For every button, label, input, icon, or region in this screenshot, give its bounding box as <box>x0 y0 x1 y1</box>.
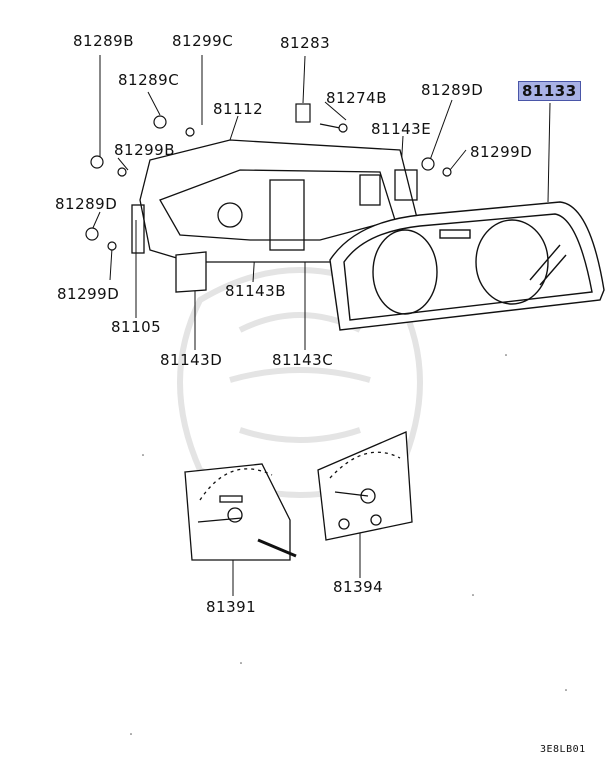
callout-81394: 81394 <box>333 578 384 596</box>
callout-81133: 81133 <box>518 81 581 101</box>
callout-81274b: 81274B <box>326 89 388 107</box>
callout-81289d-left: 81289D <box>55 195 118 213</box>
tachometer-gauge <box>317 431 413 541</box>
callout-81299b: 81299B <box>114 141 176 159</box>
fasteners <box>85 103 452 251</box>
cluster-lens <box>329 201 605 331</box>
callout-81143c: 81143C <box>272 351 334 369</box>
speckles <box>130 354 567 735</box>
callout-81299d-right: 81299D <box>470 143 533 161</box>
callout-81299d-left: 81299D <box>57 285 120 303</box>
callout-81143d: 81143D <box>160 351 223 369</box>
callout-81289c: 81289C <box>118 71 180 89</box>
callout-81283: 81283 <box>280 34 331 52</box>
drawing-code: 3E8LB01 <box>540 744 586 755</box>
callout-81289b: 81289B <box>73 32 135 50</box>
callout-81289d-top: 81289D <box>421 81 484 99</box>
speedometer-gauge <box>184 463 297 561</box>
callout-81143e: 81143E <box>371 120 432 138</box>
callout-81143b: 81143B <box>225 282 287 300</box>
callout-81112: 81112 <box>213 100 264 118</box>
callout-81391: 81391 <box>206 598 257 616</box>
callout-81299c: 81299C <box>172 32 234 50</box>
callout-81105: 81105 <box>111 318 162 336</box>
